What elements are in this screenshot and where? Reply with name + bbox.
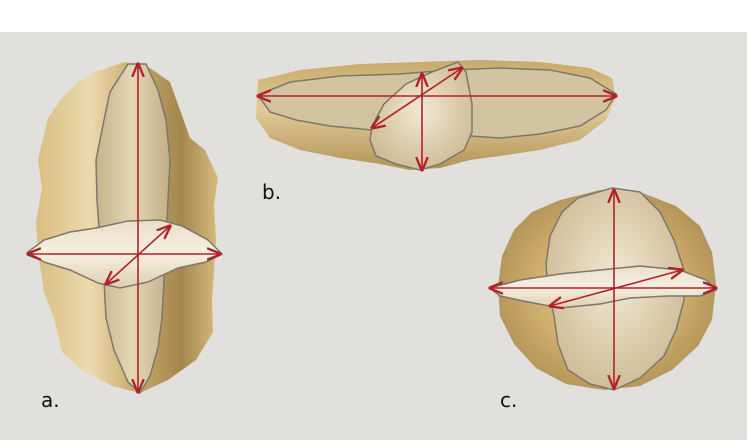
grain-c-arrows: [490, 190, 716, 388]
grain-a-thickness-arrow: [106, 226, 170, 284]
grain-b: [256, 60, 616, 170]
grain-c-thickness-arrow: [550, 270, 682, 306]
grain-b-thickness-arrow: [372, 68, 462, 128]
grain-c: [488, 187, 716, 391]
panel-c-label: c.: [500, 388, 518, 412]
grain-b-arrows: [258, 68, 616, 170]
grain-a: [28, 62, 224, 395]
panel-a-label: a.: [41, 388, 60, 412]
panel-b-label: b.: [262, 180, 282, 204]
grain-a-arrows: [28, 64, 220, 392]
